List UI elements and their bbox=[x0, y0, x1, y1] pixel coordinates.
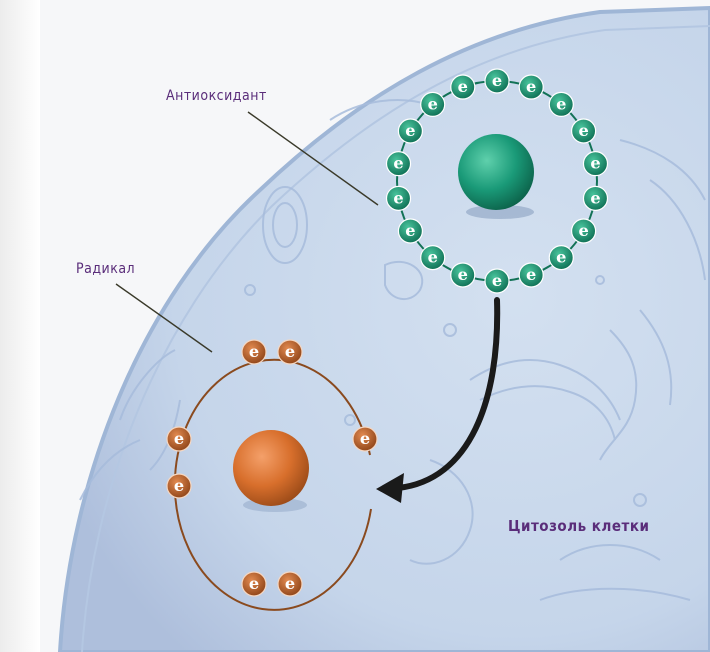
antioxidant-electron: e bbox=[387, 186, 411, 210]
antioxidant-electron-symbol: e bbox=[492, 71, 502, 90]
antioxidant-electron-symbol: e bbox=[556, 248, 566, 267]
antioxidant-electron-symbol: e bbox=[428, 94, 438, 113]
antioxidant-electron-symbol: e bbox=[578, 221, 588, 240]
antioxidant-electron-symbol: e bbox=[405, 121, 415, 140]
antioxidant-electron: e bbox=[519, 75, 543, 99]
radical-electron-symbol: e bbox=[249, 574, 259, 593]
cytosol-label: Цитозоль клетки bbox=[508, 517, 649, 535]
antioxidant-electron-symbol: e bbox=[526, 77, 536, 96]
antioxidant-electron-symbol: e bbox=[393, 188, 403, 207]
antioxidant-electron: e bbox=[398, 119, 422, 143]
radical-electron-symbol: e bbox=[360, 429, 370, 448]
radical-electron: e bbox=[278, 572, 302, 596]
antioxidant-electron: e bbox=[583, 152, 607, 176]
antioxidant-electron: e bbox=[421, 92, 445, 116]
radical-electron-symbol: e bbox=[174, 429, 184, 448]
antioxidant-electron-symbol: e bbox=[458, 77, 468, 96]
radical-electron: e bbox=[278, 340, 302, 364]
antioxidant-electron-symbol: e bbox=[590, 154, 600, 173]
antioxidant-electron-symbol: e bbox=[458, 265, 468, 284]
antioxidant-electron: e bbox=[451, 263, 475, 287]
antioxidant-label: Антиоксидант bbox=[166, 88, 267, 104]
radical-electron: e bbox=[353, 427, 377, 451]
radical-electron-symbol: e bbox=[285, 342, 295, 361]
antioxidant-electron: e bbox=[572, 219, 596, 243]
antioxidant-electron: e bbox=[549, 92, 573, 116]
radical-electron-symbol: e bbox=[285, 574, 295, 593]
antioxidant-electron: e bbox=[519, 263, 543, 287]
antioxidant-electron-symbol: e bbox=[578, 121, 588, 140]
antioxidant-electron: e bbox=[485, 269, 509, 293]
left-edge-shade bbox=[0, 0, 40, 652]
radical-label: Радикал bbox=[76, 261, 135, 277]
antioxidant-electron-symbol: e bbox=[556, 94, 566, 113]
radical-electron-symbol: e bbox=[174, 476, 184, 495]
antioxidant-nucleus bbox=[458, 134, 534, 210]
antioxidant-electron: e bbox=[549, 246, 573, 270]
antioxidant-electron: e bbox=[583, 186, 607, 210]
radical-electron: e bbox=[242, 340, 266, 364]
antioxidant-electron: e bbox=[572, 119, 596, 143]
antioxidant-electron-symbol: e bbox=[590, 188, 600, 207]
antioxidant-electron-symbol: e bbox=[428, 248, 438, 267]
antioxidant-electron: e bbox=[421, 246, 445, 270]
radical-electron: e bbox=[167, 427, 191, 451]
radical-nucleus bbox=[233, 430, 309, 506]
antioxidant-electron-symbol: e bbox=[526, 265, 536, 284]
antioxidant-electron: e bbox=[387, 152, 411, 176]
antioxidant-electron: e bbox=[485, 69, 509, 93]
radical-electron: e bbox=[167, 474, 191, 498]
radical-electron: e bbox=[242, 572, 266, 596]
antioxidant-electron-symbol: e bbox=[393, 154, 403, 173]
antioxidant-electron: e bbox=[398, 219, 422, 243]
radical-electron-symbol: e bbox=[249, 342, 259, 361]
antioxidant-electron: e bbox=[451, 75, 475, 99]
antioxidant-electron-symbol: e bbox=[492, 271, 502, 290]
antioxidant-electron-symbol: e bbox=[405, 221, 415, 240]
